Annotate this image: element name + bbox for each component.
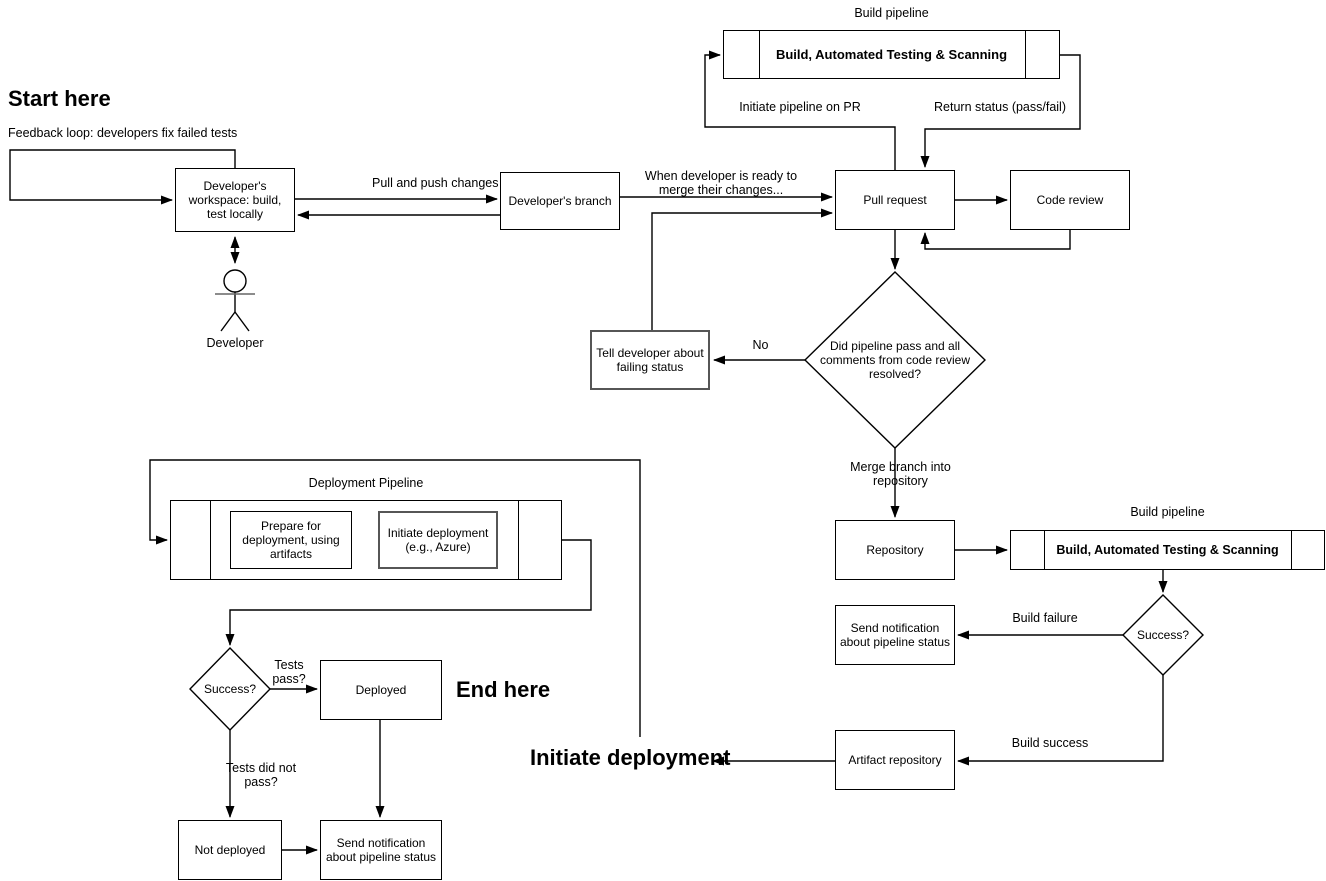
pipeline-divider bbox=[759, 31, 760, 78]
build-pipeline-bottom-title: Build pipeline bbox=[1130, 505, 1205, 519]
tests-not-pass-label: Tests did not pass? bbox=[225, 761, 297, 789]
pipeline-divider bbox=[210, 501, 211, 579]
tests-pass-label: Tests pass? bbox=[272, 658, 306, 686]
edge-initiate-to-deploy-pipeline bbox=[149, 459, 641, 737]
node-send-notification-build: Send notification about pipeline status bbox=[835, 605, 955, 665]
edge-telldev-to-pr bbox=[651, 208, 833, 330]
build-failure-label: Build failure bbox=[1012, 611, 1078, 625]
developer-actor-icon bbox=[215, 269, 255, 332]
decision-build-success-label: Success? bbox=[1136, 628, 1190, 642]
decision-deploy-success-diamond bbox=[189, 646, 271, 732]
build-pipeline-top-container: Build, Automated Testing & Scanning bbox=[723, 30, 1060, 79]
pipeline-divider bbox=[1025, 31, 1026, 78]
node-artifact-repository: Artifact repository bbox=[835, 730, 955, 790]
node-deployed: Deployed bbox=[320, 660, 442, 720]
edge-initiate-pipeline-pr bbox=[704, 50, 896, 170]
merge-branch-label: Merge branch into repository bbox=[850, 460, 951, 488]
pull-push-label: Pull and push changes bbox=[372, 176, 499, 190]
node-code-review: Code review bbox=[1010, 170, 1130, 230]
feedback-loop-label: Feedback loop: developers fix failed tes… bbox=[8, 126, 238, 140]
decision-pipeline-pass-label: Did pipeline pass and all comments from … bbox=[819, 339, 971, 381]
edge-return-status bbox=[920, 54, 1081, 168]
developer-actor-label: Developer bbox=[206, 336, 264, 350]
decision-deploy-success-label: Success? bbox=[203, 682, 257, 696]
node-pull-request: Pull request bbox=[835, 170, 955, 230]
edge-codereview-to-pr bbox=[920, 230, 1071, 250]
edge-feedback-loop bbox=[9, 149, 236, 205]
build-success-label: Build success bbox=[1011, 736, 1089, 750]
node-repository: Repository bbox=[835, 520, 955, 580]
node-initiate-deployment-azure: Initiate deployment (e.g., Azure) bbox=[378, 511, 498, 569]
build-pipeline-top-title: Build pipeline bbox=[854, 6, 929, 20]
initiate-pipeline-pr-label: Initiate pipeline on PR bbox=[739, 100, 861, 114]
decision-pipeline-pass-diamond bbox=[803, 271, 987, 449]
deployment-pipeline-container bbox=[170, 500, 562, 580]
build-pipeline-bottom-container: Build, Automated Testing & Scanning bbox=[1010, 530, 1325, 570]
node-send-notification-deploy: Send notification about pipeline status bbox=[320, 820, 442, 880]
edge-deploy-pipeline-to-success bbox=[225, 539, 592, 646]
start-here-heading: Start here bbox=[8, 86, 111, 111]
node-developer-branch: Developer's branch bbox=[500, 172, 620, 230]
build-pipeline-top-stage: Build, Automated Testing & Scanning bbox=[775, 47, 1008, 62]
return-status-label: Return status (pass/fail) bbox=[934, 100, 1066, 114]
deployment-pipeline-title: Deployment Pipeline bbox=[308, 476, 424, 490]
node-prepare-deployment: Prepare for deployment, using artifacts bbox=[230, 511, 352, 569]
no-label: No bbox=[752, 338, 769, 352]
decision-build-success-diamond bbox=[1122, 594, 1204, 676]
edge-build-success bbox=[957, 675, 1164, 766]
ready-to-merge-label: When developer is ready to merge their c… bbox=[644, 169, 798, 197]
node-tell-developer: Tell developer about failing status bbox=[590, 330, 710, 390]
pipeline-divider bbox=[518, 501, 519, 579]
pipeline-divider bbox=[1044, 531, 1045, 569]
build-pipeline-bottom-stage: Build, Automated Testing & Scanning bbox=[1056, 543, 1279, 557]
end-here-heading: End here bbox=[456, 677, 551, 702]
initiate-deployment-heading: Initiate deployment bbox=[530, 745, 731, 770]
node-developer-workspace: Developer's workspace: build, test local… bbox=[175, 168, 295, 232]
pipeline-divider bbox=[1291, 531, 1292, 569]
node-not-deployed: Not deployed bbox=[178, 820, 282, 880]
